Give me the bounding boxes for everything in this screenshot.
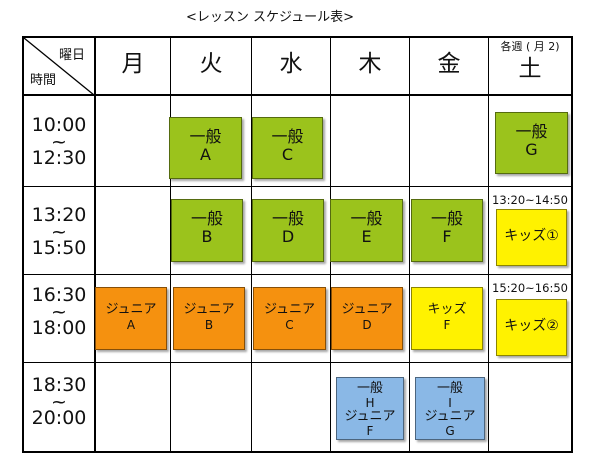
- column-divider: [488, 36, 489, 453]
- schedule-table: 曜日 時間 月 火 水 木 金 各週 ( 月 2) 土 10:00~12:30 …: [22, 36, 573, 453]
- time-slot-4: 18:30~20:00: [31, 374, 87, 430]
- corner-diagonal: [23, 37, 95, 96]
- corner-time-label: 時間: [30, 73, 57, 88]
- column-divider: [170, 36, 171, 453]
- row-divider: [22, 274, 573, 275]
- row-divider: [22, 362, 573, 363]
- row-divider: [22, 186, 573, 187]
- table-border-left: [22, 36, 24, 453]
- row-divider: [22, 94, 573, 96]
- class-block-r3-sat[interactable]: キッズ②: [496, 299, 567, 356]
- class-block-r4-fri[interactable]: 一般 I ジュニア G: [415, 377, 485, 440]
- day-header-tue: 火: [199, 51, 223, 77]
- day-header-sat: 土: [518, 56, 542, 82]
- column-divider: [251, 36, 252, 453]
- sat-time-label-r2: 13:20~14:50: [492, 193, 568, 207]
- table-border-right: [571, 36, 573, 453]
- sat-time-label-r3: 15:20~16:50: [492, 281, 568, 295]
- corner-day-label: 曜日: [59, 48, 86, 63]
- day-header-thu: 木: [358, 51, 382, 77]
- day-header-fri: 金: [437, 51, 461, 77]
- time-slot-2: 13:20~15:50: [31, 204, 87, 260]
- time-slot-1: 10:00~12:30: [31, 114, 87, 170]
- day-header-wed: 水: [279, 51, 303, 77]
- column-divider: [94, 36, 96, 453]
- time-slot-3: 16:30~18:00: [31, 284, 87, 340]
- table-border-bottom: [22, 451, 573, 453]
- saturday-note: 各週 ( 月 2): [500, 40, 560, 53]
- column-divider: [409, 36, 410, 453]
- schedule-title: <レッスン スケジュール表>: [185, 10, 354, 25]
- class-block-r4-thu[interactable]: 一般 H ジュニア F: [336, 377, 404, 440]
- table-border-top: [22, 36, 573, 38]
- day-header-mon: 月: [121, 51, 145, 77]
- class-block-r2-sat[interactable]: キッズ①: [496, 209, 567, 266]
